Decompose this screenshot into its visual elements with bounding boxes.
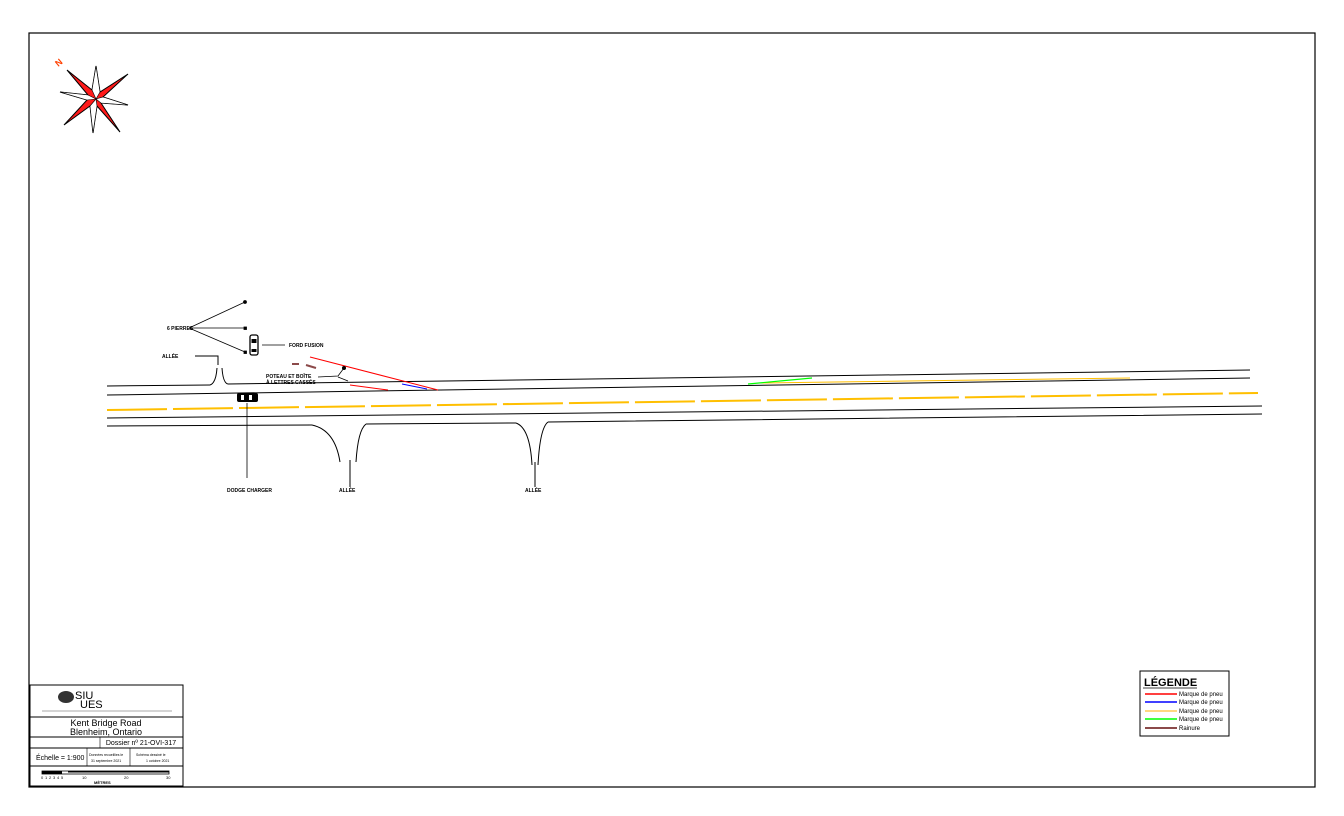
groove-marks (292, 363, 317, 369)
location-line1: Kent Bridge Road (70, 718, 141, 728)
legend-label: Marque de pneu (1179, 692, 1223, 698)
legend-item: Rainure (1145, 726, 1201, 732)
legend-item: Marque de pneu (1145, 709, 1223, 715)
tire-mark-green (747, 377, 813, 385)
logo-text-1: SIU (75, 690, 93, 702)
driveway-top (209, 367, 229, 386)
ford-fusion-vehicle-icon (249, 334, 285, 356)
drawing-border (28, 32, 1316, 788)
legend-label: Marque de pneu (1179, 709, 1223, 715)
legend-item: Marque de pneu (1145, 700, 1223, 706)
ford-fusion-label: FORD FUSION (289, 343, 324, 349)
note1-line2: 31 septembre 2021 (91, 759, 121, 763)
dodge-charger-vehicle-icon (237, 393, 258, 478)
driveway-top-label: ALLÉE (162, 352, 179, 360)
tire-mark-red-2 (349, 384, 389, 391)
tire-mark-orange (759, 377, 1131, 384)
compass-rose-icon: N (53, 57, 129, 134)
stones (188, 300, 247, 354)
note1-line1: Données recueillies le (89, 753, 123, 757)
file-number: Dossier nº 21-OVI-317 (106, 740, 176, 747)
logo-text-2: UES (80, 699, 103, 711)
driveway-bottom-2-label: ALLÉE (525, 486, 542, 494)
legend-title: LÉGENDE (1144, 676, 1197, 689)
scale-bar (41, 770, 170, 775)
driveway-bottom-2 (515, 421, 549, 466)
location-line2: Blenheim, Ontario (70, 727, 142, 737)
tire-mark-red-1 (309, 356, 439, 391)
scale-unit: MÈTRES (94, 780, 111, 785)
scale-tick-4: 4 (57, 775, 60, 780)
road-edge-south-inner (106, 405, 1263, 419)
legend-label: Marque de pneu (1179, 700, 1223, 706)
driveway-bottom-1-label: ALLÉE (339, 486, 356, 494)
center-line (106, 392, 1259, 411)
legend-label: Rainure (1179, 726, 1201, 732)
scale-tick-30: 30 (166, 775, 171, 780)
note2-line2: 1 octobre 2021 (146, 759, 169, 763)
scale-tick-2: 2 (49, 775, 52, 780)
road (106, 355, 1263, 487)
siu-logo-icon (58, 691, 74, 703)
scale-text: Échelle = 1:900 (36, 753, 85, 762)
road-edge-north (227, 369, 1251, 385)
legend: LÉGENDE Marque de pneu Marque de pneu Ma… (1139, 670, 1230, 737)
road-edge-north-west (106, 384, 211, 387)
legend-label: Marque de pneu (1179, 717, 1223, 723)
north-label: N (53, 57, 64, 69)
legend-item: Marque de pneu (1145, 717, 1223, 723)
scale-tick-1: 1 (45, 775, 48, 780)
road-edge-south (106, 413, 1263, 427)
road-lane-line (106, 377, 1251, 396)
pole-label-line1: POTEAU ET BOÎTE (266, 372, 312, 380)
dodge-charger-label: DODGE CHARGER (227, 488, 272, 494)
scale-tick-20: 20 (124, 775, 129, 780)
scale-tick-3: 3 (53, 775, 56, 780)
broken-pole-icon (317, 366, 349, 382)
stones-label: 6 PIERRES (167, 326, 194, 332)
pole-label-line2: À LETTRES CASSÉS (266, 378, 316, 386)
tire-mark-blue (401, 383, 428, 390)
scale-tick-5: 5 (61, 775, 64, 780)
scale-tick-10: 10 (82, 775, 87, 780)
driveway-bottom-1 (311, 423, 367, 463)
title-block: SIU UES Kent Bridge Road Blenheim, Ontar… (29, 684, 184, 787)
legend-item: Marque de pneu (1145, 692, 1223, 698)
driveway-top-leader (195, 355, 219, 365)
scale-tick-0: 0 (41, 775, 44, 780)
note2-line1: Schéma dessiné le (136, 753, 166, 757)
